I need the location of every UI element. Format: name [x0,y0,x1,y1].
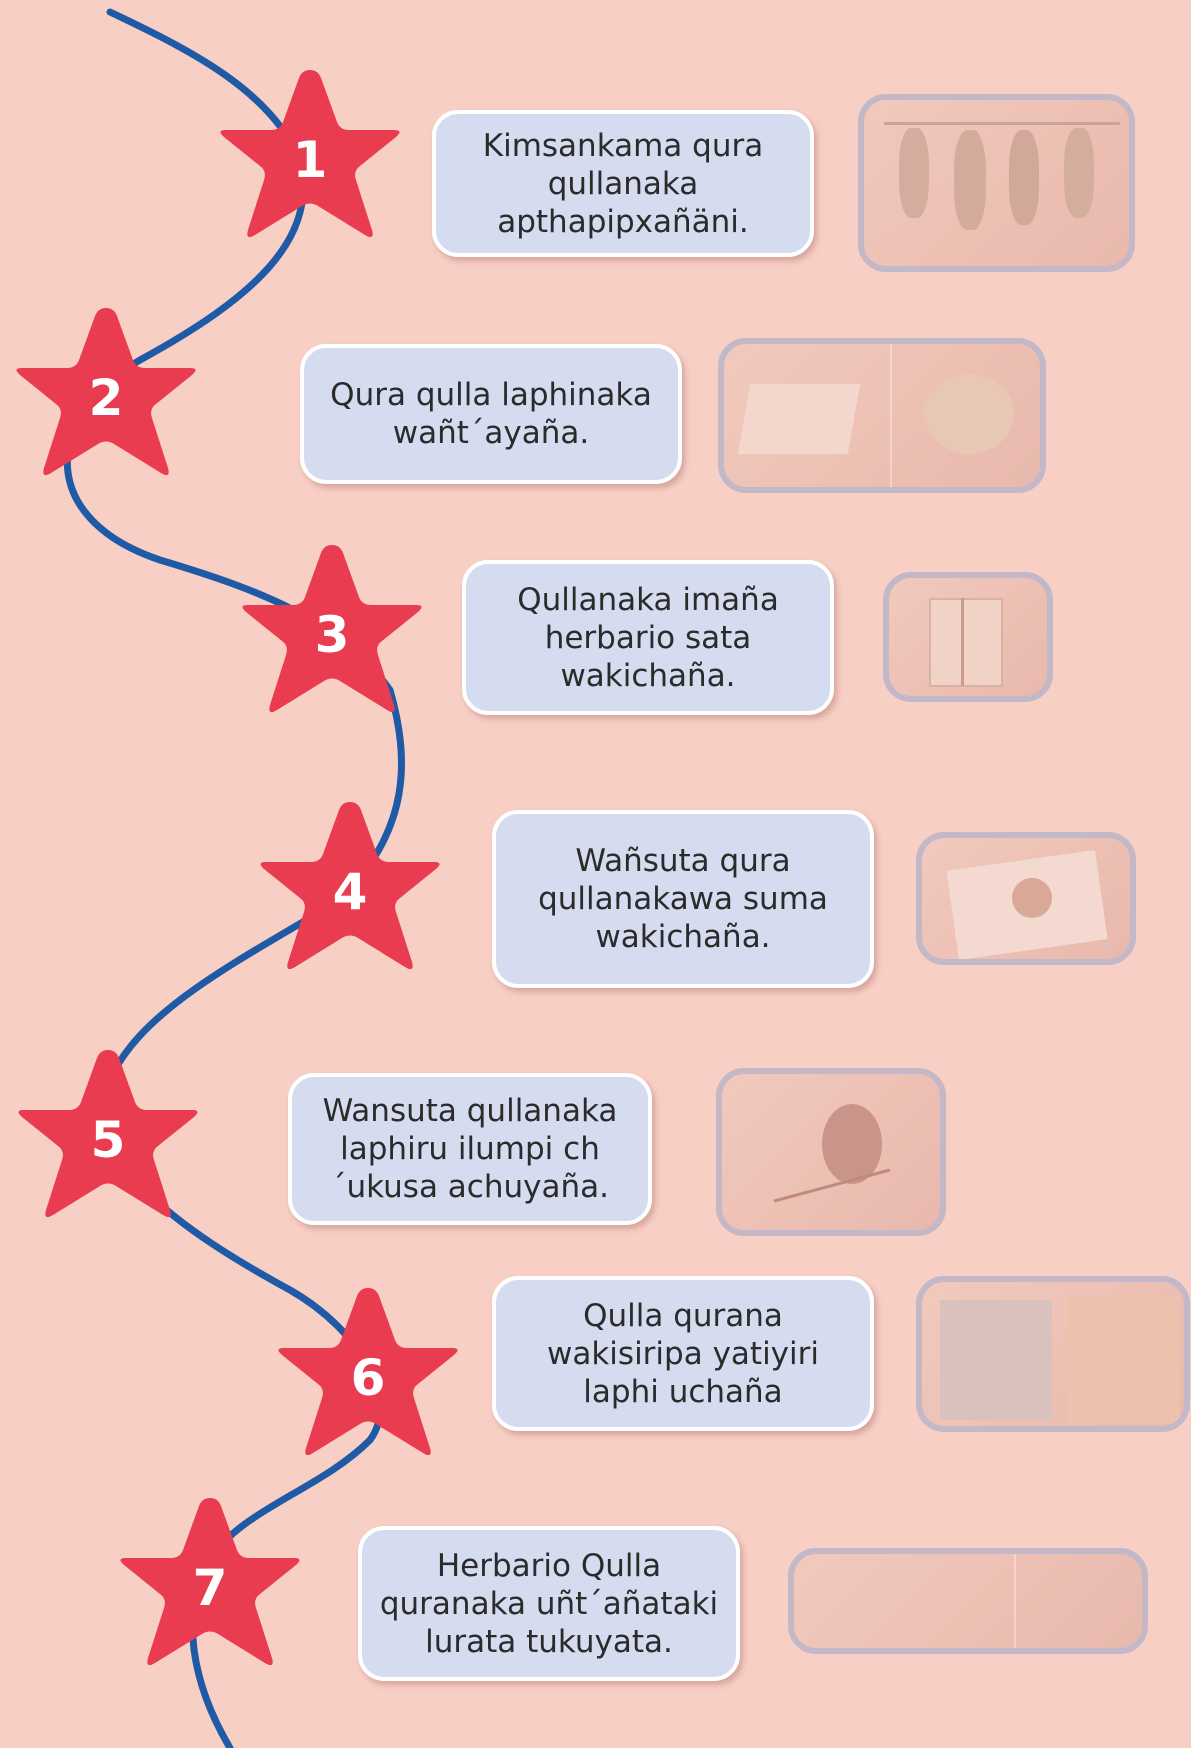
finished-herbarium-photo [788,1548,1148,1654]
step-text-box-1: Kimsankama qura qullanaka apthapipxañäni… [432,110,814,257]
step-number-7: 7 [110,1488,310,1688]
step-star-4: 4 [250,792,450,992]
step-number-6: 6 [268,1278,468,1478]
step-number-5: 5 [8,1040,208,1240]
step-star-1: 1 [210,60,410,260]
step-number-4: 4 [250,792,450,992]
step-text-box-3: Qullanaka imaña herbario sata wakichaña. [462,560,834,715]
step-text-box-6: Qulla qurana wakisiripa yatiyiri laphi u… [492,1276,874,1431]
step-star-3: 3 [232,535,432,735]
pressed-plant-photo [916,832,1136,965]
step-text-box-5: Wansuta qullanaka laphiru ilumpi ch´ukus… [288,1073,652,1225]
step-number-2: 2 [6,298,206,498]
herbarium-book-photo [883,572,1053,702]
step-text-box-7: Herbario Qulla quranaka uñt´añataki lura… [358,1526,740,1681]
step-number-1: 1 [210,60,410,260]
sewing-plant-photo [716,1068,946,1236]
step-star-6: 6 [268,1278,468,1478]
step-text-box-4: Wañsuta qura qullanakawa suma wakichaña. [492,810,874,988]
drying-leaves-photo [718,338,1046,493]
step-number-3: 3 [232,535,432,735]
labeled-sheets-photo [916,1276,1190,1432]
step-star-2: 2 [6,298,206,498]
step-text-box-2: Qura qulla laphinaka wañt´ayaña. [300,344,682,484]
step-star-5: 5 [8,1040,208,1240]
step-star-7: 7 [110,1488,310,1688]
dried-herbs-hanging-photo [858,94,1135,272]
